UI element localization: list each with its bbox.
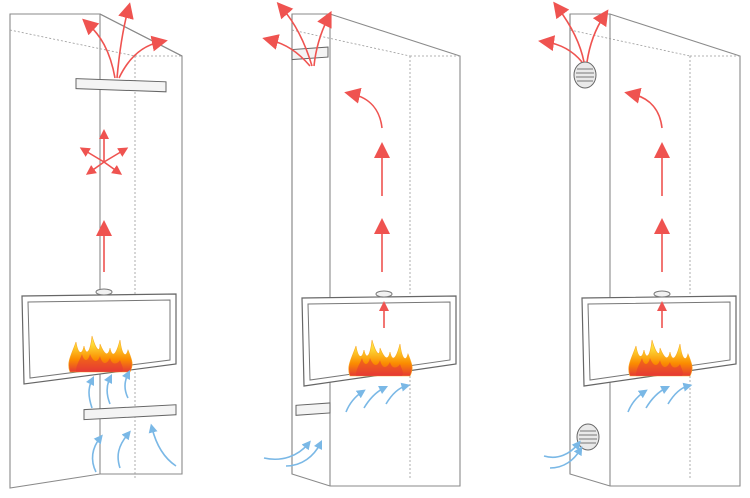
bottom-slot-vent: [83, 404, 177, 421]
cold-air-inflow-arrows: [627, 382, 693, 413]
panel-1: [9, 2, 183, 489]
flue-collar: [653, 290, 671, 298]
bottom-round-grille: [576, 423, 600, 451]
panel-2: [262, 1, 461, 487]
cold-air-intake-arrows: [91, 423, 177, 473]
top-slot-vent: [75, 78, 167, 93]
diffuse-arrows: [79, 129, 129, 175]
flue-collar: [375, 290, 393, 298]
cold-air-intake-arrows: [263, 439, 323, 467]
bottom-slot-vent: [295, 402, 331, 416]
flue-collar: [95, 288, 113, 296]
hot-air-outflow-arrows: [82, 2, 168, 79]
chimney-breast-outline: [291, 13, 461, 487]
cold-air-inflow-arrows: [85, 369, 131, 409]
chimney-breast-outline: [569, 13, 741, 487]
fireplace-insert: [21, 288, 177, 385]
fireplace-insert: [301, 290, 457, 387]
curve-arrow: [624, 87, 663, 129]
panel-3: [538, 1, 741, 487]
cold-air-intake-arrows: [543, 440, 583, 469]
cold-air-inflow-arrows: [345, 382, 411, 413]
fireplace-insert: [581, 290, 737, 387]
top-round-grille: [573, 61, 597, 89]
hot-air-outflow-arrows: [262, 1, 332, 67]
curve-arrow: [344, 87, 383, 129]
hot-air-outflow-arrows: [538, 1, 609, 63]
